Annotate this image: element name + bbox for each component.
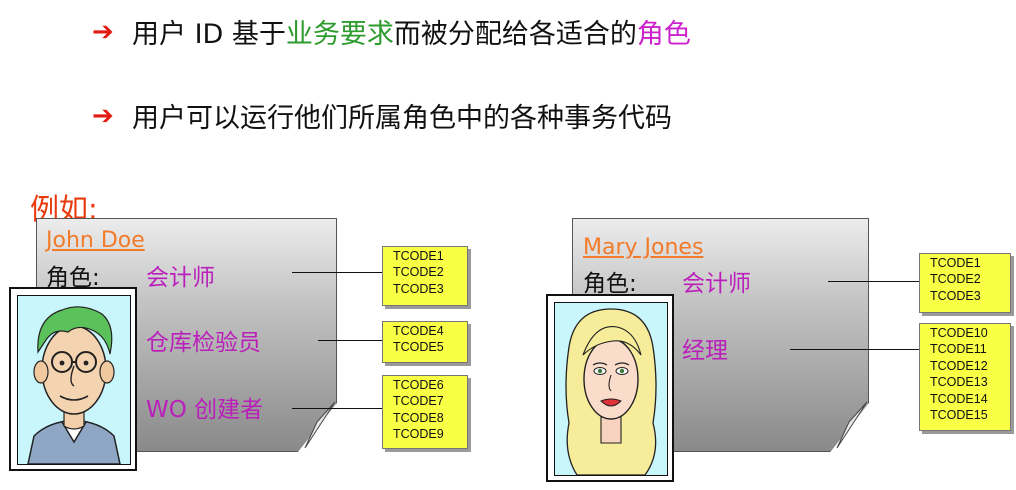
bullet-1: ➔ 用户 ID 基于 业务要求 而被分配给各适合的 角色 bbox=[92, 12, 691, 51]
tcode-item: TCODE3 bbox=[393, 281, 444, 296]
role-accountant-mary: 会计师 bbox=[682, 271, 751, 297]
tcode-item: TCODE11 bbox=[930, 342, 987, 357]
tcode-item: TCODE12 bbox=[930, 358, 988, 373]
arrow-right-icon: ➔ bbox=[92, 100, 114, 131]
arrow-right-icon: ➔ bbox=[92, 16, 114, 47]
tcode-item: TCODE5 bbox=[393, 340, 444, 355]
connector-line bbox=[318, 340, 382, 341]
tcode-item: TCODE14 bbox=[930, 391, 988, 406]
role-wo-creator-john: WO 创建者 bbox=[146, 397, 264, 423]
tcode-item: TCODE10 bbox=[930, 326, 988, 340]
tcode-box-accountant-mary: TCODE1 TCODE2 TCODE3 bbox=[919, 253, 1011, 313]
tcode-item: TCODE13 bbox=[930, 375, 988, 390]
tcode-box-manager-mary: TCODE10 TCODE11 TCODE12 TCODE13 TCODE14 … bbox=[919, 323, 1011, 431]
bullet-2: ➔ 用户可以运行他们所属角色中的各种事务代码 bbox=[92, 96, 672, 135]
bullet-2-text: 用户可以运行他们所属角色中的各种事务代码 bbox=[132, 103, 672, 134]
woman-portrait-icon bbox=[565, 308, 657, 475]
role-manager-mary: 经理 bbox=[682, 338, 728, 364]
tcode-item: TCODE1 bbox=[393, 249, 444, 263]
tcode-item: TCODE15 bbox=[930, 408, 988, 423]
tcode-item: TCODE6 bbox=[393, 378, 444, 392]
tcode-item: TCODE8 bbox=[393, 410, 444, 425]
connector-line bbox=[292, 272, 382, 273]
bullet-1-text-before: 用户 ID 基于 bbox=[132, 19, 286, 50]
avatar-mary bbox=[546, 294, 674, 482]
tcode-box-warehouse-john: TCODE4 TCODE5 bbox=[382, 321, 468, 363]
avatar-john bbox=[9, 287, 137, 471]
role-label-mary: 角色: bbox=[583, 271, 637, 297]
tcode-box-wo-creator-john: TCODE6 TCODE7 TCODE8 TCODE9 bbox=[382, 375, 468, 449]
page-fold-icon bbox=[836, 401, 868, 449]
tcode-item: TCODE1 bbox=[930, 256, 981, 270]
user-name-john: John Doe bbox=[46, 228, 145, 253]
man-portrait-icon bbox=[27, 306, 121, 464]
tcode-item: TCODE7 bbox=[393, 394, 444, 409]
connector-line bbox=[292, 408, 382, 409]
connector-line bbox=[828, 281, 919, 282]
tcode-item: TCODE3 bbox=[930, 288, 981, 303]
role-label-john: 角色: bbox=[46, 265, 100, 291]
tcode-item: TCODE2 bbox=[930, 272, 981, 287]
page-fold-icon bbox=[304, 401, 336, 449]
bullet-1-text-green: 业务要求 bbox=[285, 19, 394, 50]
connector-line bbox=[790, 349, 919, 350]
bullet-1-text-middle: 而被分配给各适合的 bbox=[393, 19, 637, 50]
tcode-item: TCODE2 bbox=[393, 265, 444, 280]
bullet-1-text-magenta: 角色 bbox=[636, 19, 691, 50]
user-name-mary: Mary Jones bbox=[583, 235, 704, 260]
tcode-item: TCODE9 bbox=[393, 427, 444, 442]
role-warehouse-inspector-john: 仓库检验员 bbox=[146, 330, 261, 356]
tcode-item: TCODE4 bbox=[393, 324, 444, 338]
role-accountant-john: 会计师 bbox=[146, 265, 215, 291]
tcode-box-accountant-john: TCODE1 TCODE2 TCODE3 bbox=[382, 246, 468, 306]
